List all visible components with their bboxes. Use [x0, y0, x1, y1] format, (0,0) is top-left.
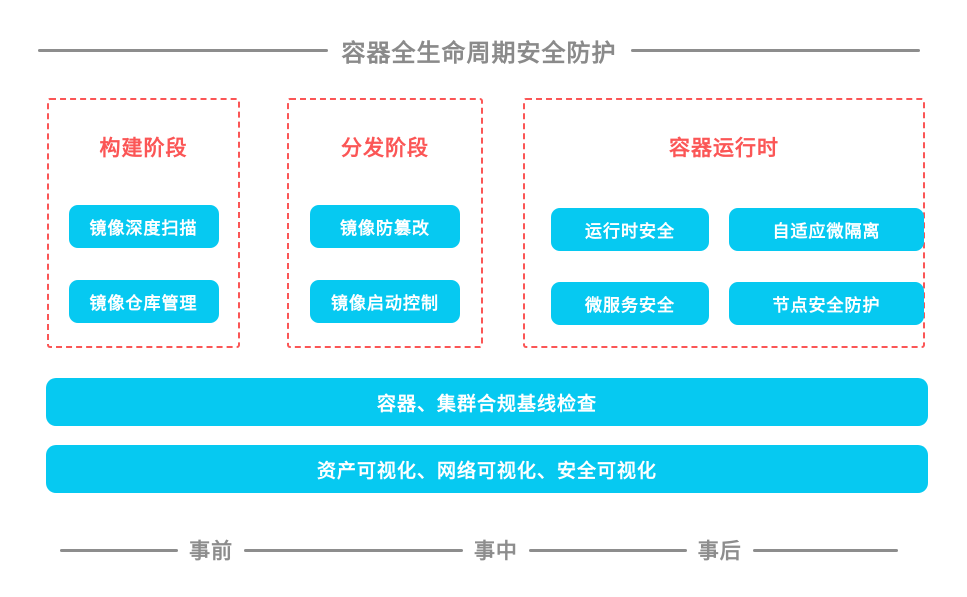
capability-chip-microservice-security: 微服务安全: [551, 282, 709, 325]
timeline-segment-2: [244, 548, 463, 552]
capability-chip-node-security-protection: 节点安全防护: [729, 282, 924, 325]
page-title: 容器全生命周期安全防护: [341, 40, 617, 67]
capability-chip-image-deep-scan: 镜像深度扫描: [68, 205, 219, 248]
capability-chip-runtime-security: 运行时安全: [551, 208, 709, 251]
phase-title-runtime: 容器运行时: [669, 137, 779, 160]
phase-box-runtime: 容器运行时 运行时安全 自适应微隔离 微服务安全 节点安全防护: [523, 98, 925, 348]
phase-title-build: 构建阶段: [99, 137, 188, 160]
capability-chip-image-startup-control: 镜像启动控制: [310, 280, 460, 323]
capability-chip-image-anti-tamper: 镜像防篡改: [310, 205, 460, 248]
timeline-label-before: 事前: [189, 540, 234, 563]
phase-title-distribution: 分发阶段: [341, 137, 429, 160]
baseline-compliance-bar: 容器、集群合规基线检查: [46, 378, 928, 426]
phase-box-distribution: 分发阶段 镜像防篡改 镜像启动控制: [287, 98, 483, 348]
diagram-header: 容器全生命周期安全防护: [38, 33, 920, 68]
timeline-segment-3: [528, 548, 687, 552]
phase-box-build: 构建阶段 镜像深度扫描 镜像仓库管理: [47, 98, 240, 348]
timeline-label-after: 事后: [697, 540, 742, 563]
timeline-label-during: 事中: [473, 540, 518, 563]
title-divider-left: [38, 49, 328, 52]
capability-chip-adaptive-microsegmentation: 自适应微隔离: [729, 208, 924, 251]
title-divider-right: [630, 49, 920, 52]
timeline-segment-1: [60, 548, 179, 552]
capability-chip-image-registry-management: 镜像仓库管理: [68, 280, 219, 323]
timeline-segment-4: [752, 548, 898, 552]
visibility-bar: 资产可视化、网络可视化、安全可视化: [46, 445, 928, 493]
timeline: 事前 事中 事后: [60, 535, 898, 565]
